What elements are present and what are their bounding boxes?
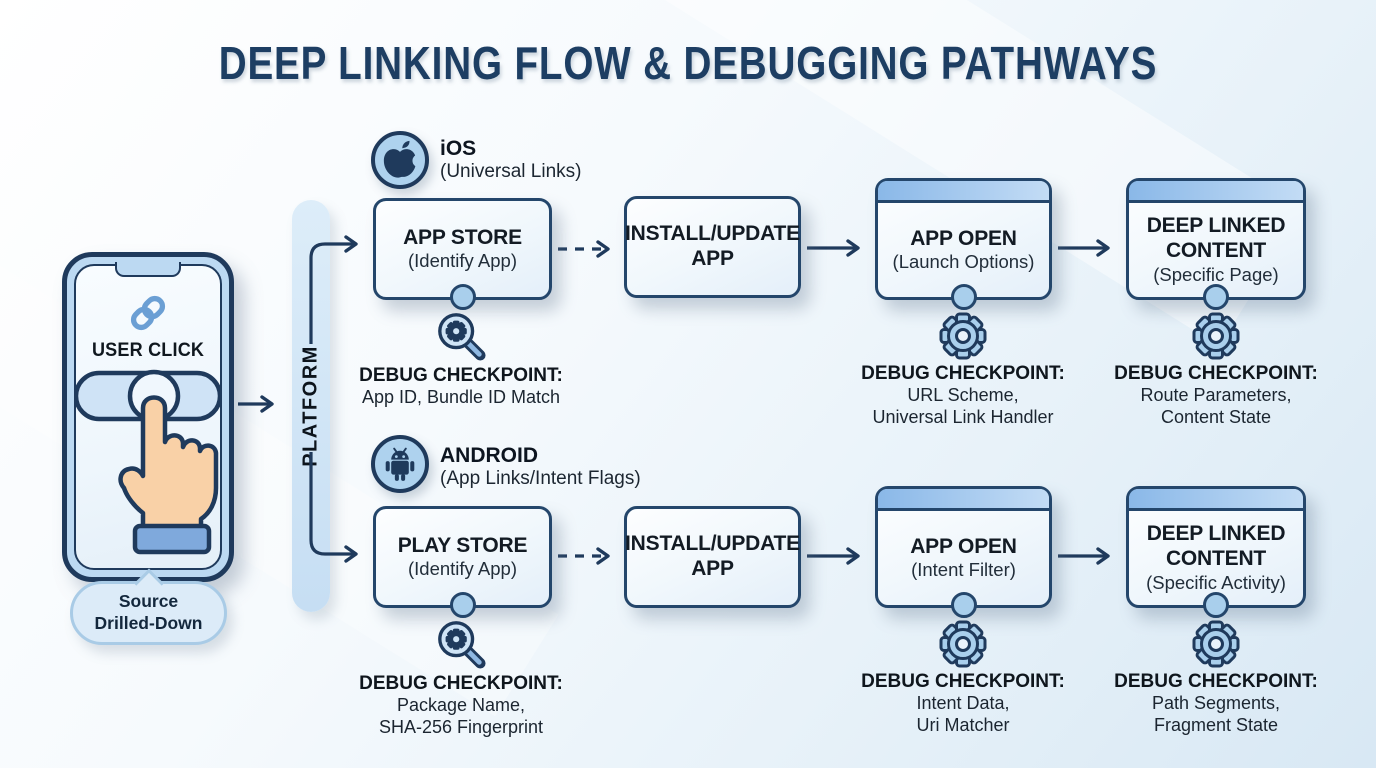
- debug-line: App ID, Bundle ID Match: [361, 387, 561, 407]
- node-subtitle: (Intent Filter): [911, 559, 1016, 581]
- node-title: DEEP LINKED: [1146, 214, 1286, 238]
- node-subtitle: (Specific Activity): [1146, 571, 1286, 593]
- link-icon: [130, 295, 166, 331]
- android-platform-label: ANDROID (App Links/Intent Flags): [440, 444, 641, 490]
- debug-line: Content State: [1160, 406, 1272, 427]
- ios-badge: [371, 131, 429, 189]
- debug-checkpoint-content-ios: DEBUG CHECKPOINT: Route Parameters, Cont…: [1096, 312, 1336, 429]
- window-header-bar: [1129, 489, 1303, 511]
- platform-bar: PLATFORM: [292, 200, 330, 612]
- debug-title: DEBUG CHECKPOINT:: [359, 673, 563, 694]
- node-deep-linked-content-android: DEEP LINKED CONTENT (Specific Activity): [1126, 486, 1306, 618]
- node-title-line2: CONTENT: [1165, 238, 1267, 262]
- magnifier-gear-icon: [438, 313, 486, 361]
- source-bubble: Source Drilled-Down: [70, 568, 227, 645]
- debug-checkpoint-app-open-ios: DEBUG CHECKPOINT: URL Scheme, Universal …: [843, 312, 1083, 429]
- node-subtitle: (Identify App): [407, 250, 517, 272]
- gear-icon: [1192, 620, 1240, 668]
- connector-dot: [950, 592, 977, 618]
- debug-title: DEBUG CHECKPOINT:: [861, 671, 1065, 692]
- node-deep-linked-content-ios: DEEP LINKED CONTENT (Specific Page): [1126, 178, 1306, 310]
- ios-platform-label: iOS (Universal Links): [440, 137, 581, 183]
- window-header-bar: [878, 489, 1049, 511]
- node-subtitle: (Specific Page): [1153, 263, 1279, 285]
- node-title: INSTALL/UPDATE: [625, 222, 800, 246]
- ios-platform-sub: (Universal Links): [440, 161, 582, 183]
- bubble-caption-line1: Source: [118, 591, 179, 612]
- debug-title: DEBUG CHECKPOINT:: [1114, 363, 1318, 384]
- node-title: APP OPEN: [910, 534, 1017, 558]
- android-platform-sub: (App Links/Intent Flags): [440, 468, 641, 490]
- node-title-line2: CONTENT: [1165, 546, 1267, 570]
- node-title: DEEP LINKED: [1146, 522, 1286, 546]
- debug-line: Route Parameters,: [1140, 385, 1292, 405]
- phone-notch: [115, 262, 181, 277]
- window-header-bar: [878, 181, 1049, 203]
- gear-icon: [939, 312, 987, 360]
- gear-icon: [939, 620, 987, 668]
- connector-dot: [1203, 284, 1229, 310]
- debug-checkpoint-app-store: DEBUG CHECKPOINT: App ID, Bundle ID Matc…: [341, 310, 581, 409]
- debug-line: Fragment State: [1153, 714, 1279, 735]
- debug-line: SHA-256 Fingerprint: [378, 716, 544, 737]
- debug-title: DEBUG CHECKPOINT:: [1114, 671, 1318, 692]
- node-subtitle: (Launch Options): [892, 251, 1035, 273]
- gear-icon: [1192, 312, 1240, 360]
- connector-dot: [950, 284, 977, 310]
- android-platform-name: ANDROID: [440, 444, 538, 467]
- debug-title: DEBUG CHECKPOINT:: [861, 363, 1065, 384]
- node-install-update-ios: INSTALL/UPDATE APP: [624, 196, 801, 298]
- node-title: PLAY STORE: [397, 533, 528, 557]
- node-play-store: PLAY STORE (Identify App): [373, 506, 552, 618]
- debug-line: Path Segments,: [1151, 693, 1281, 713]
- node-title-line2: APP: [691, 557, 734, 580]
- debug-line: URL Scheme,: [907, 385, 1019, 405]
- phone-illustration: USER CLICK: [62, 252, 234, 582]
- node-app-store: APP STORE (Identify App): [373, 198, 552, 310]
- node-title: APP OPEN: [910, 226, 1017, 250]
- phone-screen: USER CLICK: [74, 264, 222, 570]
- debug-title: DEBUG CHECKPOINT:: [359, 365, 563, 386]
- connector-dot: [449, 284, 476, 310]
- node-title-line2: APP: [691, 247, 734, 270]
- ios-platform-name: iOS: [440, 137, 477, 160]
- user-click-label: USER CLICK: [91, 340, 205, 361]
- connector-dot: [449, 592, 476, 618]
- debug-checkpoint-play-store: DEBUG CHECKPOINT: Package Name, SHA-256 …: [341, 618, 581, 739]
- debug-line: Universal Link Handler: [872, 406, 1054, 427]
- node-install-update-android: INSTALL/UPDATE APP: [624, 506, 801, 608]
- magnifier-gear-icon: [438, 621, 486, 669]
- node-subtitle: (Identify App): [407, 558, 517, 580]
- debug-line: Uri Matcher: [916, 714, 1010, 735]
- debug-line: Package Name,: [396, 695, 526, 715]
- window-header-bar: [1129, 181, 1303, 203]
- debug-checkpoint-content-android: DEBUG CHECKPOINT: Path Segments, Fragmen…: [1096, 620, 1336, 737]
- node-app-open-ios: APP OPEN (Launch Options): [875, 178, 1052, 310]
- node-title: APP STORE: [403, 225, 522, 249]
- apple-icon: [383, 140, 422, 178]
- node-app-open-android: APP OPEN (Intent Filter): [875, 486, 1052, 618]
- debug-checkpoint-app-open-android: DEBUG CHECKPOINT: Intent Data, Uri Match…: [843, 620, 1083, 737]
- node-title: INSTALL/UPDATE: [625, 532, 800, 556]
- hand-tap-icon: [76, 369, 220, 555]
- page-title: DEEP LINKING FLOW & DEBUGGING PATHWAYS: [218, 37, 1158, 89]
- android-robot-icon: [385, 447, 415, 481]
- android-badge: [371, 435, 429, 493]
- bubble-caption-line2: Drilled-Down: [94, 613, 203, 633]
- platform-label: PLATFORM: [299, 345, 322, 467]
- connector-dot: [1203, 592, 1229, 618]
- debug-line: Intent Data,: [916, 693, 1010, 713]
